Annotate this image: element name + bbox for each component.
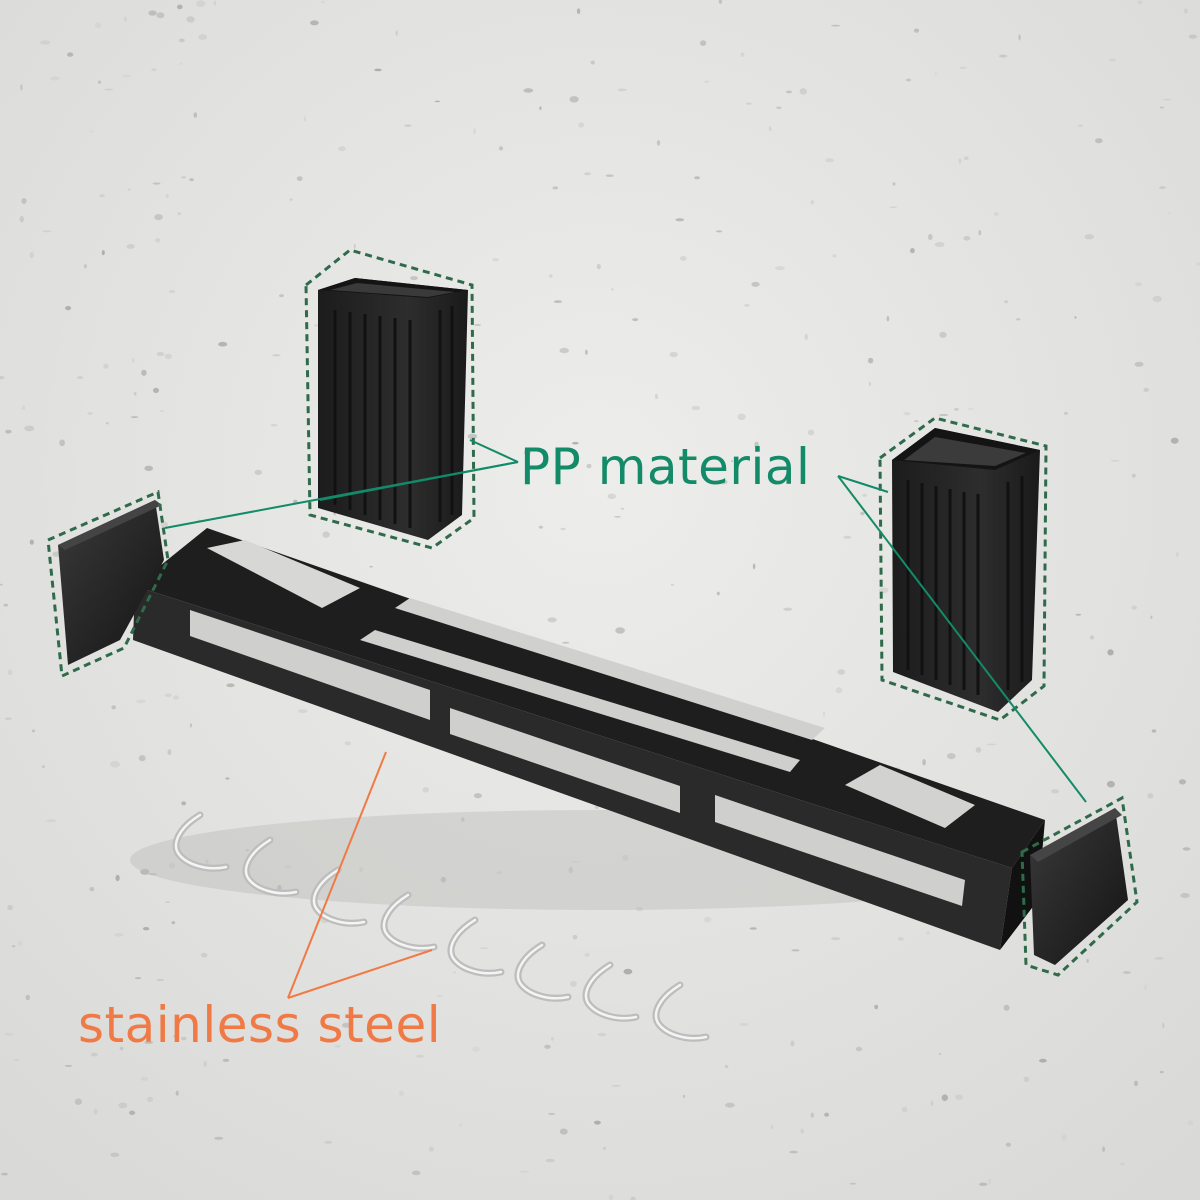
hook-highlight-5: [449, 918, 503, 975]
pp-leader-lines: [164, 439, 1087, 803]
hook-highlight-7: [584, 963, 638, 1020]
hook-highlight-8: [654, 983, 708, 1040]
steel-leader-lines: [287, 751, 433, 999]
black-rack: [133, 528, 1045, 950]
right-end-cap: [1020, 795, 1139, 977]
hook-highlight-1: [174, 813, 228, 870]
hook-highlight-2: [244, 838, 298, 895]
hook-highlight-4: [382, 893, 436, 950]
right-pp-cup: [878, 416, 1048, 722]
stainless-steel-label: stainless steel: [78, 996, 442, 1054]
left-pp-cup: [304, 248, 476, 550]
hook-highlight-3: [312, 868, 366, 925]
left-end-cap: [46, 489, 170, 679]
stainless-steel-hooks: [172, 811, 710, 1042]
pp-material-label: PP material: [520, 438, 811, 496]
hook-highlight-6: [516, 943, 570, 1000]
